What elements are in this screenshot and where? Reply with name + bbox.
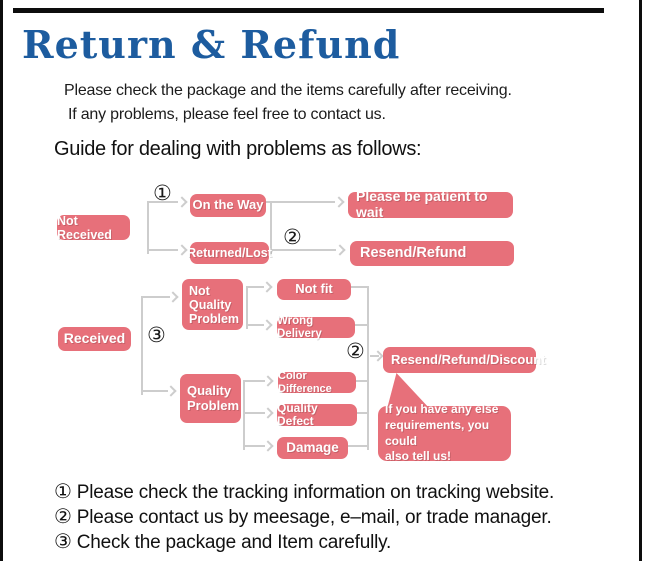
flow-line (370, 355, 379, 357)
arrowhead-icon (165, 385, 177, 397)
footnote-marker: ③ (54, 529, 72, 553)
node-quality-defect: Quality Defect (277, 401, 357, 428)
flow-line (266, 201, 335, 203)
footnote-marker: ① (54, 479, 72, 503)
arrowhead-icon (334, 244, 346, 256)
arrowhead-icon (372, 350, 384, 362)
step-marker-1: ① (153, 181, 172, 205)
node-received: Received (58, 327, 131, 351)
flow-line (246, 324, 264, 326)
arrowhead-icon (176, 196, 188, 208)
flow-line (269, 249, 336, 251)
flow-line (243, 412, 265, 414)
left-border (0, 0, 3, 561)
flow-line (351, 286, 368, 288)
step-marker-3: ③ (147, 323, 166, 347)
flow-line (243, 445, 265, 447)
footnote-marker: ② (54, 504, 72, 528)
flow-line (147, 201, 149, 254)
flow-line (243, 380, 265, 382)
node-on-the-way: On the Way (190, 194, 266, 217)
flow-line (147, 201, 178, 203)
node-damage: Damage (277, 437, 348, 459)
arrowhead-icon (167, 291, 179, 303)
flow-line (348, 445, 368, 447)
flow-line (356, 380, 368, 382)
top-rule (13, 8, 604, 13)
flow-line (355, 324, 368, 326)
flow-line (243, 380, 245, 450)
speech-bubble: If you have any else requirements, you c… (378, 402, 511, 463)
flow-line (270, 201, 272, 254)
arrowhead-icon (261, 281, 273, 293)
arrowhead-icon (261, 319, 273, 331)
flow-line (246, 286, 264, 288)
step-marker-2-bottom: ② (346, 339, 365, 363)
footnote-text: Please check the tracking information on… (76, 482, 555, 503)
node-resend-refund-discount: Resend/Refund/Discount (383, 347, 546, 373)
node-be-patient: Please be patient to wait (348, 188, 513, 220)
intro-line-1: Please check the package and the items c… (64, 82, 512, 99)
flow-line (141, 296, 143, 395)
node-not-quality-problem: Not Quality Problem (182, 279, 243, 330)
arrowhead-icon (176, 244, 188, 256)
node-quality-problem: Quality Problem (180, 374, 241, 423)
flow-line (367, 286, 369, 450)
node-color-difference: Color Difference (278, 370, 356, 395)
flow-line (141, 390, 168, 392)
node-not-received: Not Received (57, 214, 130, 242)
flow-line (246, 286, 248, 329)
node-resend-refund: Resend/Refund (350, 241, 514, 266)
arrowhead-icon (262, 407, 274, 419)
node-wrong-delivery: Wrong Delivery (277, 315, 355, 340)
intro-line-2: If any problems, please feel free to con… (68, 106, 386, 123)
footnote-text: Please contact us by meesage, e–mail, or… (76, 507, 552, 528)
arrowhead-icon (262, 375, 274, 387)
footnote-text: Check the package and Item carefully. (76, 532, 392, 553)
flow-line (147, 249, 178, 251)
right-border (639, 0, 642, 561)
step-marker-2-top: ② (283, 225, 302, 249)
arrowhead-icon (333, 196, 345, 208)
flow-line (357, 412, 368, 414)
arrowhead-icon (262, 440, 274, 452)
flow-line (141, 296, 170, 298)
guide-heading: Guide for dealing with problems as follo… (54, 138, 422, 160)
node-not-fit: Not fit (277, 279, 351, 300)
page-title: Return & Refund (22, 22, 401, 67)
node-returned-lost: Returned/Lost (187, 242, 272, 264)
